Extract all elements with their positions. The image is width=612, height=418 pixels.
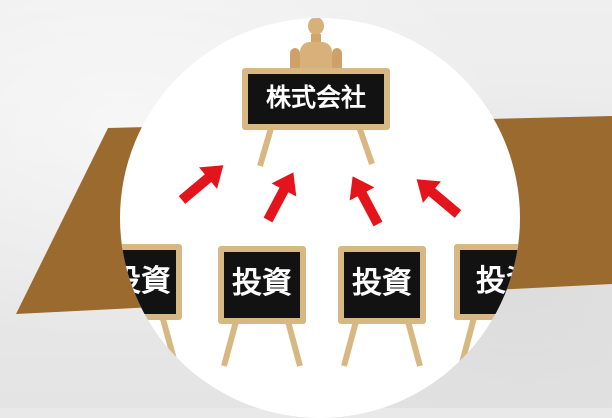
invest-sign-label-2: 投資 <box>232 266 292 301</box>
invest-sign-label-1: 投資 <box>120 264 171 299</box>
invest-sign-label-4: 投資 <box>476 264 520 299</box>
illustration-circle: 株式会社 投資 投資 投資 投資 <box>120 18 520 418</box>
red-arrow-2 <box>263 172 297 223</box>
invest-sign-label-3: 投資 <box>352 266 412 301</box>
top-sign <box>242 68 390 167</box>
top-sign-label: 株式会社 <box>265 83 366 112</box>
invest-sign-3 <box>338 246 426 324</box>
red-arrow-1 <box>178 165 224 204</box>
invest-sign-4 <box>454 244 520 320</box>
illustration-scene <box>120 18 520 367</box>
red-arrow-3 <box>349 176 383 227</box>
red-arrow-4 <box>416 179 462 218</box>
invest-sign-1 <box>120 244 182 320</box>
invest-sign-2 <box>218 246 306 324</box>
